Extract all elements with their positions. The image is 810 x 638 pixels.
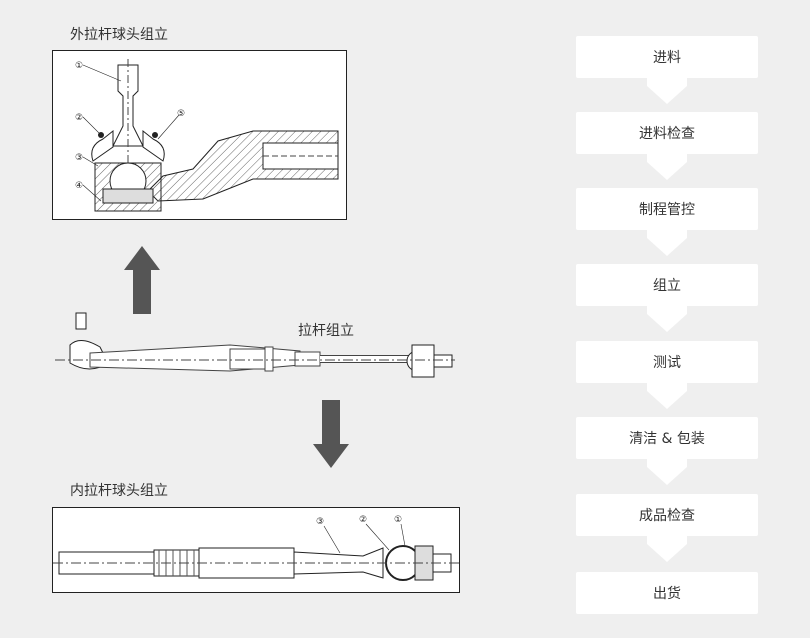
process-step: 成品检查 [576,494,758,536]
outer-callout-1: ① [75,61,83,71]
inner-callout-2: ② [359,515,367,525]
flow-arrow-icon [647,78,687,104]
flow-arrow-icon [647,230,687,256]
arrow-up-icon [124,246,160,314]
flow-arrow-icon [647,459,687,485]
inner-tie-rod-drawing: ③ ② ① [52,507,461,593]
process-step: 出货 [576,572,758,614]
outer-tie-rod-svg: ① ② ③ ④ ⑤ [75,59,339,212]
arrow-down-icon [313,400,349,468]
process-step: 清洁 & 包装 [576,417,758,459]
flow-arrow-icon [647,536,687,562]
inner-title: 内拉杆球头组立 [70,483,168,499]
outer-title: 外拉杆球头组立 [70,27,168,43]
flow-arrow-icon [647,154,687,180]
outer-callout-3: ③ [75,153,83,163]
outer-callout-2: ② [75,113,83,123]
inner-tie-rod-svg: ③ ② ① [53,515,461,581]
process-step: 组立 [576,264,758,306]
inner-callout-3: ③ [316,517,324,527]
process-step: 进料 [576,36,758,78]
process-step: 制程管控 [576,188,758,230]
process-step: 进料检查 [576,112,758,154]
flow-arrow-icon [647,383,687,409]
tie-rod-assembly-drawing [55,312,455,378]
flow-arrow-icon [647,306,687,332]
outer-callout-4: ④ [75,181,83,191]
process-step: 测试 [576,341,758,383]
outer-callout-5: ⑤ [177,109,185,119]
middle-title: 拉杆组立 [298,323,354,339]
inner-callout-1: ① [394,515,402,525]
outer-tie-rod-drawing: ① ② ③ ④ ⑤ [52,50,347,220]
